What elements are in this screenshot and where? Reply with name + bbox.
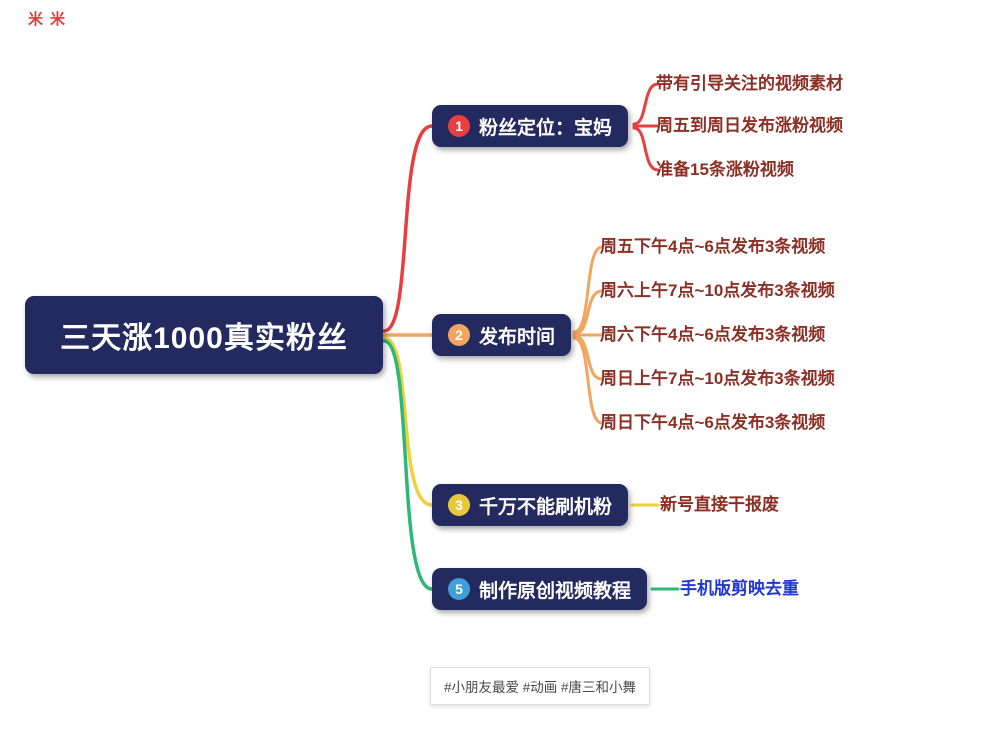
root-node[interactable]: 三天涨1000真实粉丝 <box>25 296 383 374</box>
watermark-glyph-2: 米 <box>50 11 73 28</box>
connector-root-branch5 <box>382 339 434 591</box>
branch-number-badge-1: 1 <box>448 115 470 137</box>
child-item[interactable]: 带有引导关注的视频素材 <box>656 74 843 93</box>
branch-number-badge-2: 2 <box>448 324 470 346</box>
branch-number-2: 2 <box>455 327 463 343</box>
root-node-label: 三天涨1000真实粉丝 <box>60 322 348 355</box>
connector-branch2-child5 <box>572 336 604 425</box>
branch-node-5[interactable]: 5 制作原创视频教程 <box>432 568 648 610</box>
child-item[interactable]: 手机版剪映去重 <box>680 579 799 598</box>
child-item[interactable]: 新号直接干报废 <box>660 495 779 514</box>
branch-label-1: 粉丝定位：宝妈 <box>479 117 613 139</box>
child-item[interactable]: 周日下午4点~6点发布3条视频 <box>600 413 826 432</box>
child-item[interactable]: 周五到周日发布涨粉视频 <box>656 116 843 135</box>
hashtag-text: #小朋友最爱 #动画 #唐三和小舞 <box>444 680 637 695</box>
branch-node-3[interactable]: 3 千万不能刷机粉 <box>432 484 629 526</box>
branch-label-3: 千万不能刷机粉 <box>479 496 613 518</box>
branch-label-2: 发布时间 <box>479 326 556 348</box>
watermark-glyph-1: 米 <box>28 11 51 28</box>
branch-node-1[interactable]: 1 粉丝定位：宝妈 <box>432 105 629 147</box>
connector-branch2-child2 <box>572 289 604 336</box>
connector-branch2-child4 <box>572 334 604 381</box>
connector-branch2-child1 <box>572 245 604 334</box>
branch-label-5: 制作原创视频教程 <box>479 580 632 602</box>
connector-root-branch3 <box>382 336 434 507</box>
connector-branch1-child3 <box>632 126 660 172</box>
child-item[interactable]: 周日上午7点~10点发布3条视频 <box>600 369 835 388</box>
branch-number-badge-5: 5 <box>448 578 470 600</box>
child-item[interactable]: 准备15条涨粉视频 <box>656 160 794 179</box>
branch-number-badge-3: 3 <box>448 494 470 516</box>
child-item[interactable]: 周六下午4点~6点发布3条视频 <box>600 325 826 344</box>
branch-number-5: 5 <box>455 581 463 597</box>
child-item[interactable]: 周六上午7点~10点发布3条视频 <box>600 281 835 300</box>
branch-node-2[interactable]: 2 发布时间 <box>432 314 572 356</box>
watermark: 米米 <box>28 8 72 29</box>
hashtag-box[interactable]: #小朋友最爱 #动画 #唐三和小舞 <box>430 667 651 705</box>
child-item[interactable]: 周五下午4点~6点发布3条视频 <box>600 237 826 256</box>
connector-root-branch1 <box>382 124 434 333</box>
branch-number-1: 1 <box>455 118 463 134</box>
connector-branch1-child1 <box>632 82 660 126</box>
branch-number-3: 3 <box>455 497 463 513</box>
